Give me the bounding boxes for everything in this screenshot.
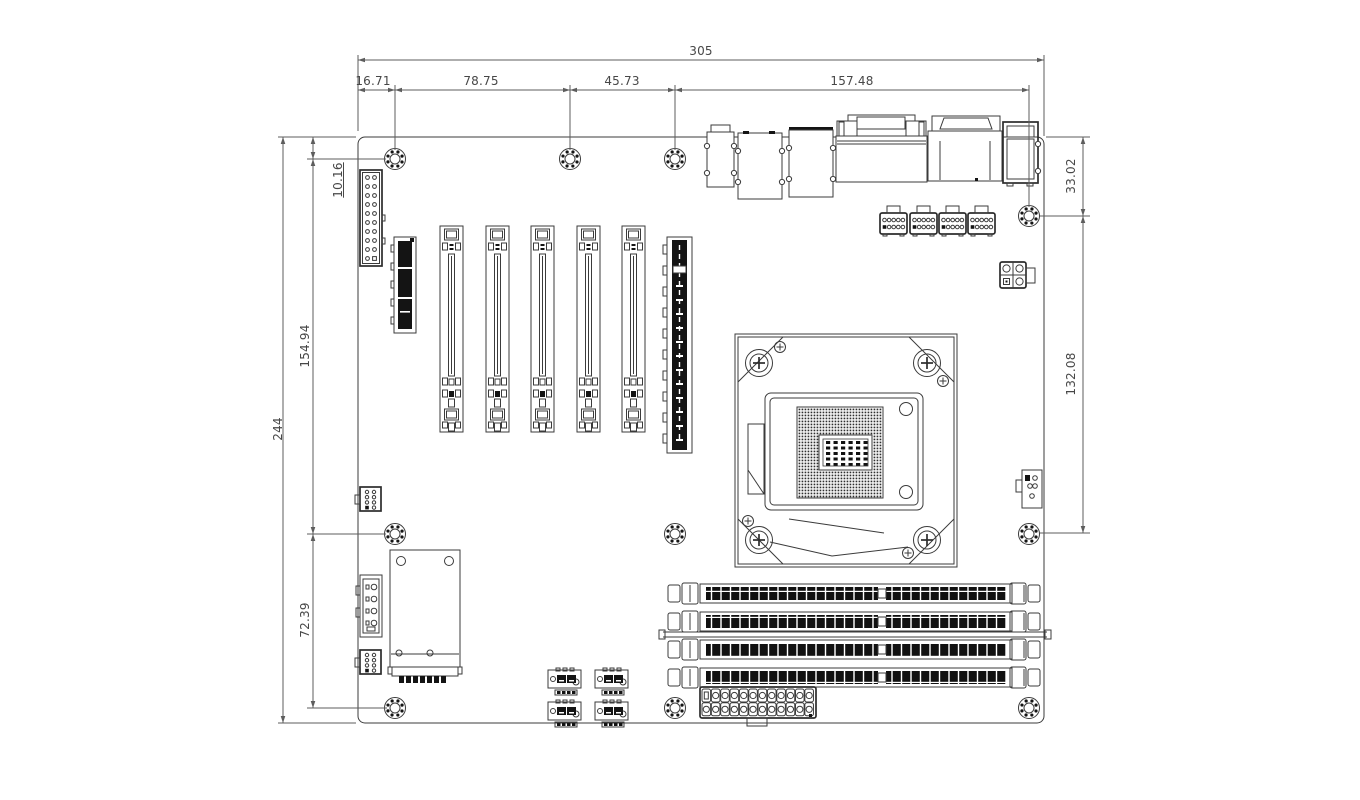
- dim-right-segment-1: 33.02: [1064, 158, 1078, 194]
- dimm-slot: [667, 638, 1041, 661]
- io-usb-stack: [734, 131, 786, 200]
- power-connector-4pin-vertical: [355, 574, 383, 638]
- dimension-lines: [278, 55, 1090, 724]
- mounting-hole: [664, 148, 686, 170]
- dim-overall-height: 244: [271, 417, 285, 441]
- usb-pin-header: [909, 205, 938, 237]
- pin-header-2x10: [359, 169, 386, 267]
- io-vga-port: [835, 114, 928, 183]
- io-ps2-port: [1002, 121, 1042, 187]
- fan-header: [547, 699, 582, 728]
- atx-24pin-power-connector: [699, 686, 817, 727]
- dim-right-segment-2: 132.08: [1064, 352, 1078, 396]
- usb-pin-header: [879, 205, 908, 237]
- mounting-hole: [664, 523, 686, 545]
- dim-top-segment-4: 157.48: [830, 74, 874, 88]
- dim-overall-width: 305: [689, 44, 713, 58]
- usb-pin-header: [967, 205, 996, 237]
- usb-pin-header: [938, 205, 967, 237]
- board-outline: [357, 136, 1045, 724]
- pci-slot: [485, 225, 510, 433]
- front-panel-connector: [390, 236, 417, 334]
- msata-module: [387, 549, 463, 683]
- dim-top-segment-3: 45.73: [604, 74, 640, 88]
- pci-slot: [530, 225, 555, 433]
- pci-slot: [576, 225, 601, 433]
- dim-left-segment-3: 72.39: [298, 602, 312, 638]
- mounting-hole: [1018, 697, 1040, 719]
- cpu-socket: [734, 333, 958, 568]
- dimm-retention-bar: [658, 629, 1052, 640]
- io-audio-connector: [703, 124, 738, 188]
- pin-header-2x4: [354, 649, 382, 675]
- pci-slot: [439, 225, 464, 433]
- pcie-x16-slot: [662, 236, 693, 454]
- io-serial-port: [927, 115, 1003, 182]
- io-usb-lan-stack: [785, 127, 837, 198]
- pci-slot: [621, 225, 646, 433]
- pin-header-2x4: [354, 486, 382, 512]
- mounting-hole: [1018, 523, 1040, 545]
- dimm-slot: [667, 610, 1041, 633]
- atx-12v-4pin-connector: [999, 261, 1036, 289]
- fan-header: [547, 667, 582, 696]
- dim-left-segment-1: 10.16: [331, 162, 345, 198]
- dim-top-segment-1: 16.71: [355, 74, 391, 88]
- edge-connector: [1015, 469, 1043, 509]
- dimm-slot: [667, 582, 1041, 605]
- mounting-hole: [664, 697, 686, 719]
- fan-header: [594, 667, 629, 696]
- dim-left-segment-2: 154.94: [298, 324, 312, 368]
- dim-top-segment-2: 78.75: [463, 74, 499, 88]
- fan-header: [594, 699, 629, 728]
- dimm-slot: [667, 666, 1041, 689]
